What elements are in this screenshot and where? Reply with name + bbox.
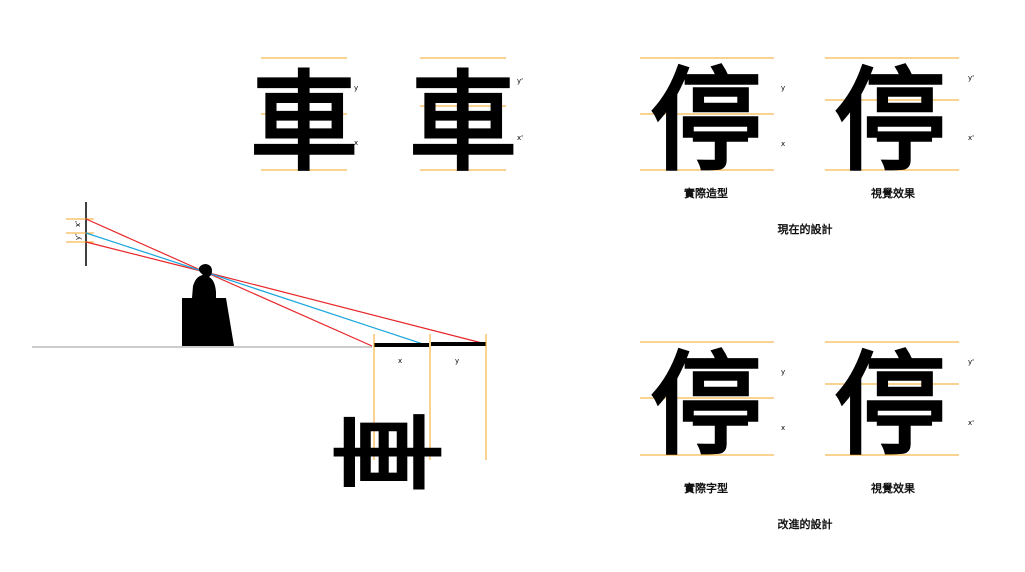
label-y-prime: y' xyxy=(74,234,82,240)
road-marking-x xyxy=(374,343,429,347)
che-actual-glyph: 車 xyxy=(250,61,358,186)
sight-ray xyxy=(85,232,206,273)
title-current-design: 現在的設計 xyxy=(778,222,833,236)
ting-current-visual-glyph: 停 xyxy=(834,57,946,187)
label-y: y xyxy=(455,357,459,365)
label-x: x xyxy=(354,139,358,147)
label-y-prime: y' xyxy=(968,358,974,366)
label-y-prime: y' xyxy=(968,74,974,82)
road-marking-y xyxy=(431,342,486,346)
label-y-prime: y' xyxy=(517,77,523,85)
label-x-prime: x' xyxy=(74,221,82,227)
title-improved-design: 改進的設計 xyxy=(778,517,833,531)
ting-improved-actual-group: 停 y x 實際字型 xyxy=(640,341,785,495)
sight-ray xyxy=(204,271,373,347)
ting-improved-visual-group: 停 y' x' 視覺效果 xyxy=(825,341,974,495)
ting-current-visual-group: 停 y' x' 視覺效果 xyxy=(825,57,974,200)
ting-current-actual-glyph: 停 xyxy=(650,57,762,187)
sight-ray xyxy=(204,271,430,347)
sight-ray xyxy=(204,271,487,345)
label-x: x xyxy=(398,357,402,365)
driver-silhouette xyxy=(182,264,234,346)
caption-current-visual: 視覺效果 xyxy=(870,186,915,200)
che-actual-group: 車 y x xyxy=(250,57,358,186)
label-y: y xyxy=(354,84,358,92)
perspective-scene: x' y' x y 車 xyxy=(32,202,487,493)
che-road-glyph: 車 xyxy=(327,411,458,492)
label-x-prime: x' xyxy=(968,134,974,142)
caption-improved-actual: 實際字型 xyxy=(684,481,728,495)
label-x: x xyxy=(781,424,785,432)
caption-improved-visual: 視覺效果 xyxy=(870,481,915,495)
label-x-prime: x' xyxy=(968,419,974,427)
ting-improved-visual-glyph: 停 xyxy=(834,341,946,471)
sight-ray xyxy=(85,218,206,273)
label-x: x xyxy=(781,140,785,148)
sight-ray xyxy=(85,241,206,273)
label-y: y xyxy=(781,84,785,92)
che-visual-glyph: 車 xyxy=(409,61,517,186)
che-visual-group: 車 y' x' xyxy=(409,57,523,186)
label-y: y xyxy=(781,368,785,376)
caption-current-actual: 實際造型 xyxy=(684,186,728,200)
ting-improved-actual-glyph: 停 xyxy=(650,341,762,471)
ting-current-actual-group: 停 y x 實際造型 xyxy=(640,57,785,200)
label-x-prime: x' xyxy=(517,134,523,142)
